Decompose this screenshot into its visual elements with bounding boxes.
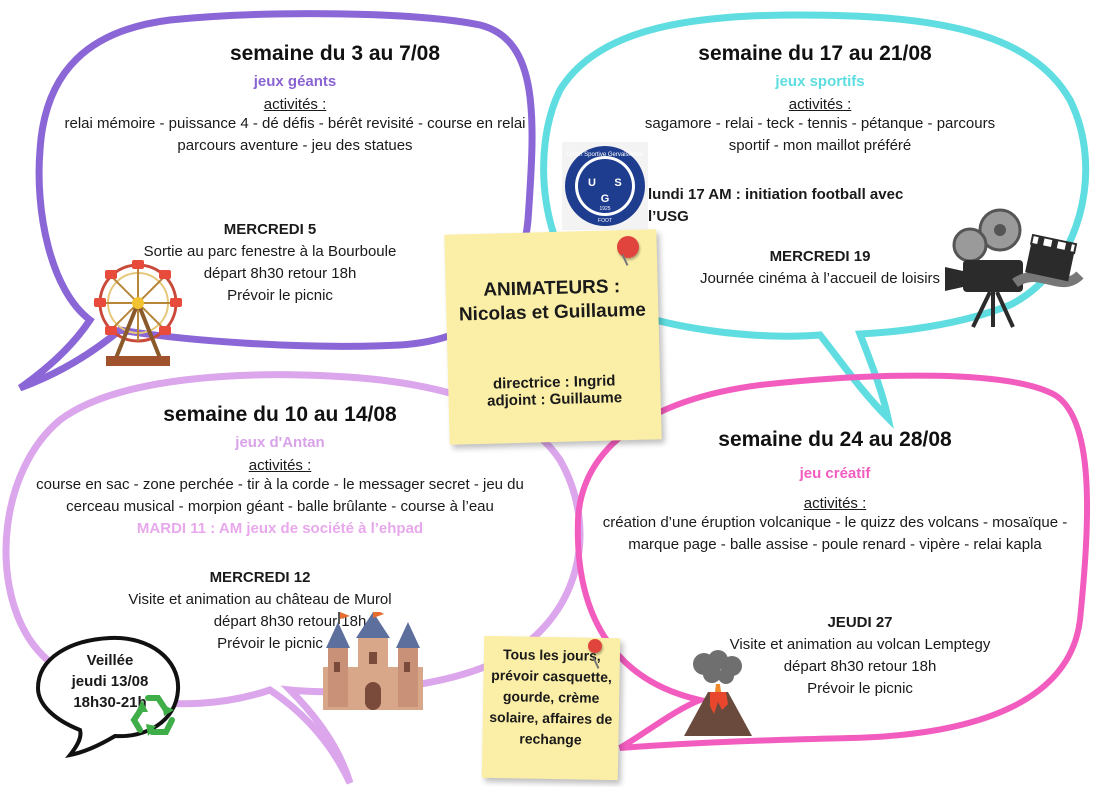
week4-block: semaine du 24 au 28/08 jeu créatif activ… [600, 428, 1070, 556]
week3-special-text: lundi 17 AM : initiation football avec l… [648, 186, 904, 225]
week4-day: JEUDI 27 [827, 614, 893, 631]
week3-outing: MERCREDI 19 Journée cinéma à l’accueil d… [670, 246, 970, 290]
week2-special: MARDI 11 : AM jeux de société à l’ehpad [136, 520, 424, 537]
week3-day: MERCREDI 19 [769, 248, 871, 265]
pushpin-icon [588, 639, 602, 653]
week3-activities-label: activités : [788, 96, 852, 113]
movie-camera-icon [945, 208, 1084, 328]
week4-outing: JEUDI 27 Visite et animation au volcan L… [690, 612, 1030, 700]
week2-block: semaine du 10 au 14/08 jeux d'Antan acti… [30, 403, 530, 540]
week1-trip: Sortie au parc fenestre à la Bourboule [143, 243, 397, 260]
week3-block: semaine du 17 au 21/08 jeux sportifs act… [600, 42, 1040, 157]
week2-theme: jeux d'Antan [235, 434, 325, 451]
week2-picnic: Prévoir le picnic [217, 635, 323, 652]
week4-picnic: Prévoir le picnic [807, 680, 913, 697]
week3-activities: sagamore - relai - teck - tennis - pétan… [644, 115, 996, 154]
week4-activities-label: activités : [803, 495, 867, 512]
week1-theme: jeux géants [253, 73, 337, 90]
svg-text:1925: 1925 [599, 206, 610, 212]
week1-picnic: Prévoir le picnic [227, 287, 333, 304]
week1-times: départ 8h30 retour 18h [203, 265, 357, 282]
week1-activities: relai mémoire - puissance 4 - dé défis -… [64, 115, 526, 154]
pushpin-icon [617, 236, 639, 258]
ferris-wheel-icon [94, 260, 182, 366]
daily-reminder-note: Tous les jours, prévoir casquette, gourd… [481, 635, 621, 781]
animators-label: ANIMATEURS : [483, 276, 621, 301]
week1-outing: MERCREDI 5 Sortie au parc fenestre à la … [110, 219, 430, 307]
week4-activities: création d’une éruption volcanique - le … [602, 514, 1068, 553]
bubble-week1 [17, 10, 536, 392]
usg-football-logo: Union Sportive Gervaisienne U S G 1925 F… [562, 142, 648, 230]
animators-names: Nicolas et Guillaume [458, 299, 647, 326]
bubble-week3 [540, 11, 1090, 429]
bubble-veillee [35, 635, 181, 759]
svg-text:FOOT: FOOT [598, 218, 612, 224]
week3-title: semaine du 17 au 21/08 [698, 42, 932, 65]
week2-day: MERCREDI 12 [209, 569, 311, 586]
week2-trip: Visite et animation au château de Murol [128, 591, 392, 608]
veillee-line1: Veillée [86, 652, 134, 669]
week2-title: semaine du 10 au 14/08 [163, 403, 397, 426]
veillee-bubble: Veillée jeudi 13/08 18h30-21h [50, 650, 170, 713]
recycle-icon [130, 695, 175, 736]
week3-special: lundi 17 AM : initiation football avec l… [648, 184, 948, 228]
week3-trip: Journée cinéma à l’accueil de loisirs [699, 270, 941, 287]
castle-icon [323, 612, 423, 710]
week4-times: départ 8h30 retour 18h [783, 658, 937, 675]
week4-title: semaine du 24 au 28/08 [718, 428, 952, 451]
week4-trip: Visite et animation au volcan Lemptegy [729, 636, 991, 653]
week1-block: semaine du 3 au 7/08 jeux géants activit… [60, 42, 530, 157]
week1-day: MERCREDI 5 [223, 221, 317, 238]
svg-text:S: S [614, 177, 621, 189]
volcano-icon [684, 650, 752, 736]
usg-logo-arc-text: Union Sportive Gervaisienne [567, 152, 644, 158]
week1-activities-label: activités : [263, 96, 327, 113]
svg-text:G: G [601, 193, 610, 205]
veillee-line2: jeudi 13/08 [71, 673, 149, 690]
week1-title: semaine du 3 au 7/08 [229, 42, 441, 65]
week4-theme: jeu créatif [799, 465, 871, 482]
week2-activities: course en sac - zone perchée - tir à la … [36, 476, 524, 515]
veillee-line3: 18h30-21h [73, 694, 147, 711]
week2-outing: MERCREDI 12 Visite et animation au châte… [100, 567, 420, 655]
animators-note: ANIMATEURS : Nicolas et Guillaume direct… [444, 229, 662, 445]
week2-activities-label: activités : [248, 457, 312, 474]
daily-reminder-text: Tous les jours, prévoir casquette, gourd… [489, 646, 613, 748]
week2-times: départ 8h30 retour 18h [213, 613, 367, 630]
week3-theme: jeux sportifs [775, 73, 865, 90]
svg-text:U: U [588, 177, 596, 189]
